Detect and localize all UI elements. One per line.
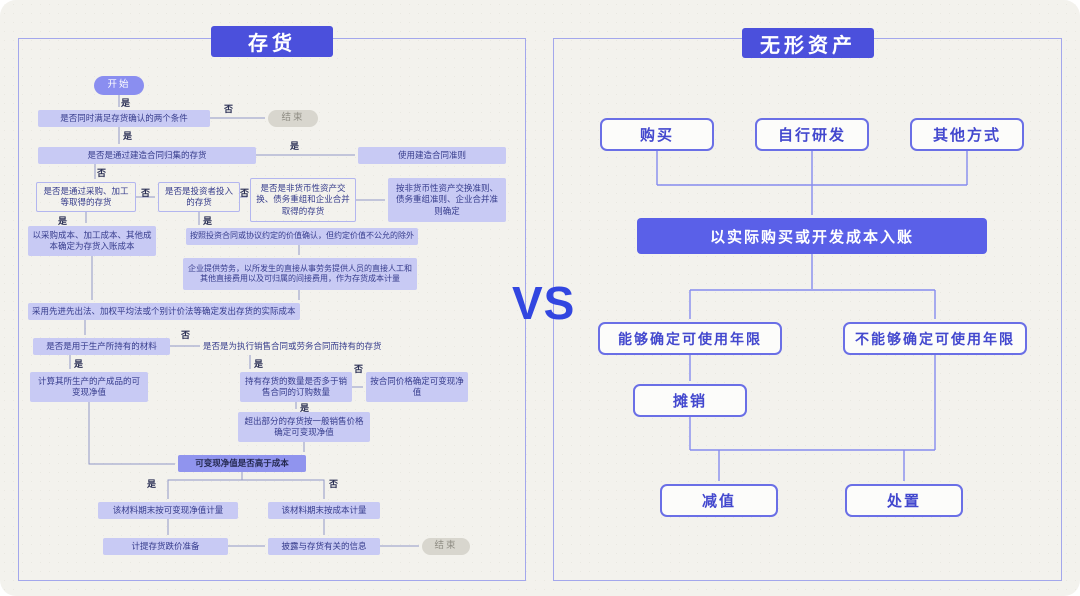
- node-purchase-cost-basis: 以采购成本、加工成本、其他成本确定为存货入账成本: [28, 226, 156, 256]
- node-construction-contract-question: 是否是通过建造合同归集的存货: [38, 147, 256, 164]
- start-node: 开始: [94, 76, 144, 95]
- edge-label-yes: 是: [203, 216, 213, 226]
- node-issue-cost-methods: 采用先进先出法、加权平均法或个别计价法等确定发出存货的实际成本: [28, 303, 300, 320]
- node-purchase: 购买: [600, 118, 714, 151]
- edge-label-no: 否: [329, 479, 339, 489]
- node-amortization: 摊销: [633, 384, 747, 417]
- node-indefinite-life: 不能够确定可使用年限: [843, 322, 1027, 355]
- node-provision-write-down: 计提存货跌价准备: [103, 538, 228, 555]
- node-quantity-vs-contract-question: 持有存货的数量是否多于销售合同的订购数量: [240, 372, 352, 402]
- node-nrv-vs-cost-question: 可变现净值是否高于成本: [178, 455, 306, 472]
- node-sales-contract-held-question: 是否是为执行销售合同或劳务合同而持有的存货: [203, 340, 382, 351]
- edge-label-yes: 是: [300, 403, 310, 413]
- node-material-for-production-question: 是否是用于生产所持有的材料: [33, 338, 170, 355]
- edge-label-yes: 是: [58, 216, 68, 226]
- node-finite-life: 能够确定可使用年限: [598, 322, 782, 355]
- edge-label-no: 否: [181, 330, 191, 340]
- edge-label-yes: 是: [74, 359, 84, 369]
- edge-label-yes: 是: [121, 98, 131, 108]
- edge-label-yes: 是: [254, 359, 264, 369]
- node-measure-at-cost: 该材料期末按成本计量: [268, 502, 380, 519]
- node-finished-goods-nrv: 计算其所生产的产成品的可变现净值: [30, 372, 148, 402]
- edge-label-no: 否: [354, 364, 364, 374]
- node-investor-input-question: 是否是投资者投入的存货: [158, 182, 240, 212]
- edge-label-no: 否: [224, 104, 234, 114]
- node-disposal: 处置: [845, 484, 963, 517]
- inventory-title-badge: 存货: [211, 26, 333, 57]
- node-disclose-info: 披露与存货有关的信息: [268, 538, 380, 555]
- node-investment-contract-value: 按照投资合同或协议约定的价值确认，但约定价值不公允的除外: [186, 228, 418, 245]
- edge-label-yes: 是: [290, 141, 300, 151]
- node-other-methods: 其他方式: [910, 118, 1024, 151]
- vs-label: VS: [512, 277, 576, 329]
- node-contract-price-nrv: 按合同价格确定可变现净值: [366, 372, 468, 402]
- node-apply-related-standards: 按非货币性资产交换准则、债务重组准则、企业合并准则确定: [388, 178, 506, 222]
- node-record-at-cost: 以实际购买或开发成本入账: [637, 218, 987, 254]
- node-measure-at-nrv: 该材料期末按可变现净值计量: [98, 502, 238, 519]
- intangible-title-badge: 无形资产: [742, 28, 874, 58]
- node-recognition-conditions: 是否同时满足存货确认的两个条件: [38, 110, 210, 127]
- edge-label-no: 否: [240, 188, 250, 198]
- node-excess-general-price-nrv: 超出部分的存货按一般销售价格确定可变现净值: [238, 412, 370, 442]
- end-node-bottom: 结束: [422, 538, 470, 555]
- edge-label-no: 否: [97, 168, 107, 178]
- node-service-cost-measurement: 企业提供劳务，以所发生的直接从事劳务提供人员的直接人工和其他直接费用以及可归属的…: [183, 258, 417, 290]
- node-nonmonetary-exchange-question: 是否是非货币性资产交换、债务重组和企业合并取得的存货: [250, 178, 356, 222]
- edge-label-no: 否: [141, 188, 151, 198]
- end-node-top: 结束: [268, 110, 318, 127]
- node-impairment: 减值: [660, 484, 778, 517]
- edge-label-yes: 是: [147, 479, 157, 489]
- node-self-development: 自行研发: [755, 118, 869, 151]
- node-use-construction-standard: 使用建造合同准则: [358, 147, 506, 164]
- node-purchase-processing-question: 是否是通过采购、加工等取得的存货: [36, 182, 136, 212]
- edge-label-yes: 是: [123, 131, 133, 141]
